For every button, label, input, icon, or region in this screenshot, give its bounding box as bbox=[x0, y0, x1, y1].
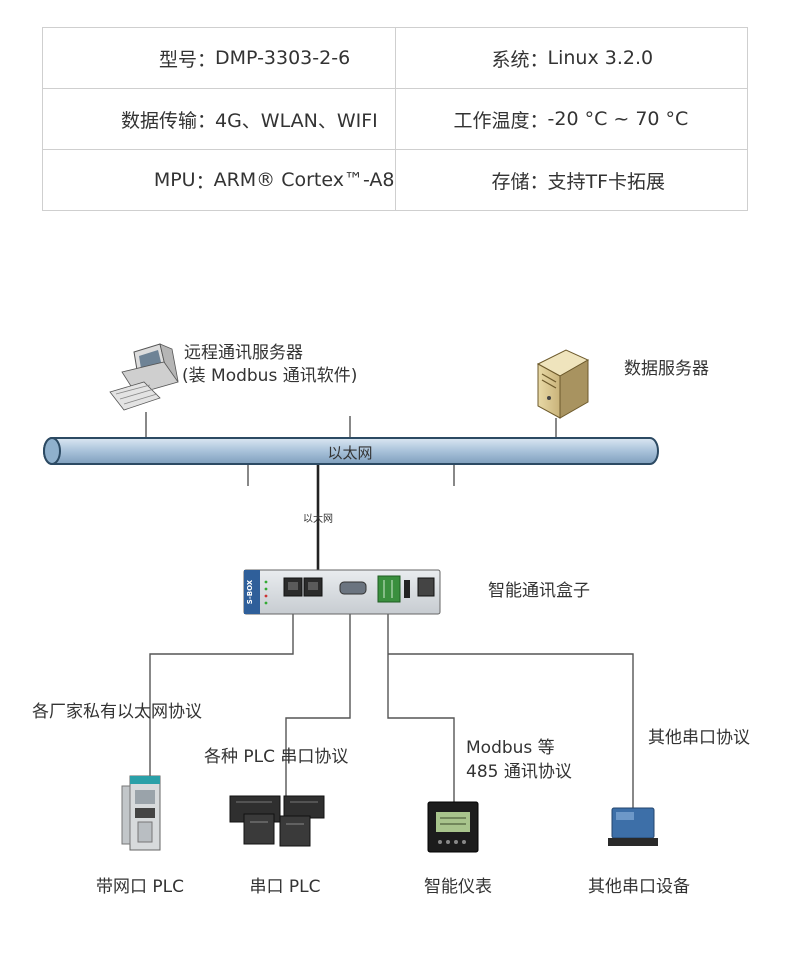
spec-separator: ： bbox=[529, 170, 549, 193]
spec-cell-model: 型号 ： DMP-3303-2-6 bbox=[42, 27, 396, 89]
serial-plc-icon bbox=[229, 795, 325, 847]
remote-server-sublabel: (装 Modbus 通讯软件) bbox=[182, 366, 357, 386]
spec-separator: ： bbox=[195, 170, 215, 193]
spec-value: 支持TF卡拓展 bbox=[547, 170, 666, 193]
spec-value: -20 °C ~ 70 °C bbox=[547, 108, 689, 130]
spec-separator: ： bbox=[529, 109, 549, 132]
gateway-label: 智能通讯盒子 bbox=[488, 581, 590, 601]
other-serial-protocol-label: 其他串口协议 bbox=[648, 728, 750, 748]
spec-value: DMP-3303-2-6 bbox=[215, 47, 351, 69]
spec-table: 型号 ： DMP-3303-2-6 系统 ： Linux 3.2.0 数据传输 … bbox=[42, 27, 748, 211]
remote-server-label: 远程通讯服务器 bbox=[184, 343, 303, 363]
spec-separator: ： bbox=[197, 109, 217, 132]
gateway-box-icon: S-BOX bbox=[243, 569, 441, 615]
spec-cell-transfer: 数据传输 ： 4G、WLAN、WIFI bbox=[42, 88, 396, 150]
spec-label: 存储 bbox=[491, 170, 530, 193]
ethernet-bus bbox=[43, 437, 659, 465]
modbus-protocol-label: Modbus 等 bbox=[466, 738, 555, 758]
bus-label: 以太网 bbox=[327, 444, 372, 462]
spec-label: 数据传输 bbox=[120, 109, 197, 132]
smart-meter-icon bbox=[427, 801, 479, 853]
link-serial-plc bbox=[285, 614, 351, 796]
wires bbox=[145, 412, 634, 808]
uplink-label: 以太网 bbox=[303, 512, 333, 525]
spec-label: MPU bbox=[153, 169, 196, 191]
spec-separator: ： bbox=[197, 48, 217, 71]
spec-label: 工作温度 bbox=[453, 109, 530, 132]
serial-device-icon bbox=[608, 807, 658, 846]
device-label-serial-plc: 串口 PLC bbox=[250, 877, 321, 897]
spec-value: ARM® Cortex™-A8 bbox=[213, 169, 395, 191]
device-label-serial-device: 其他串口设备 bbox=[588, 877, 690, 897]
spec-value: 4G、WLAN、WIFI bbox=[215, 109, 378, 132]
spec-row: 型号 ： DMP-3303-2-6 系统 ： Linux 3.2.0 bbox=[42, 27, 748, 89]
device-label-ethernet-plc: 带网口 PLC bbox=[96, 877, 184, 897]
plc-serial-protocol-label: 各种 PLC 串口协议 bbox=[204, 747, 348, 767]
computer-icon bbox=[109, 343, 179, 411]
device-label-smart-meter: 智能仪表 bbox=[424, 877, 492, 897]
gateway-brand: S-BOX bbox=[246, 579, 254, 604]
data-server-label: 数据服务器 bbox=[624, 359, 709, 379]
spec-label: 型号 bbox=[158, 48, 197, 71]
link-smart-meter bbox=[387, 614, 455, 802]
link-serial-device bbox=[388, 653, 634, 808]
spec-label: 系统 bbox=[491, 48, 530, 71]
server-tower-icon bbox=[536, 349, 590, 419]
spec-value: Linux 3.2.0 bbox=[547, 47, 654, 69]
ethernet-protocol-label: 各厂家私有以太网协议 bbox=[32, 702, 202, 722]
link-ethernet-plc bbox=[149, 614, 294, 776]
spec-cell-storage: 存储 ： 支持TF卡拓展 bbox=[394, 149, 748, 211]
spec-row: MPU ： ARM® Cortex™-A8 存储 ： 支持TF卡拓展 bbox=[42, 149, 748, 211]
modbus-protocol-sublabel: 485 通讯协议 bbox=[466, 762, 572, 782]
ethernet-plc-icon bbox=[121, 775, 161, 851]
spec-separator: ： bbox=[529, 48, 549, 71]
